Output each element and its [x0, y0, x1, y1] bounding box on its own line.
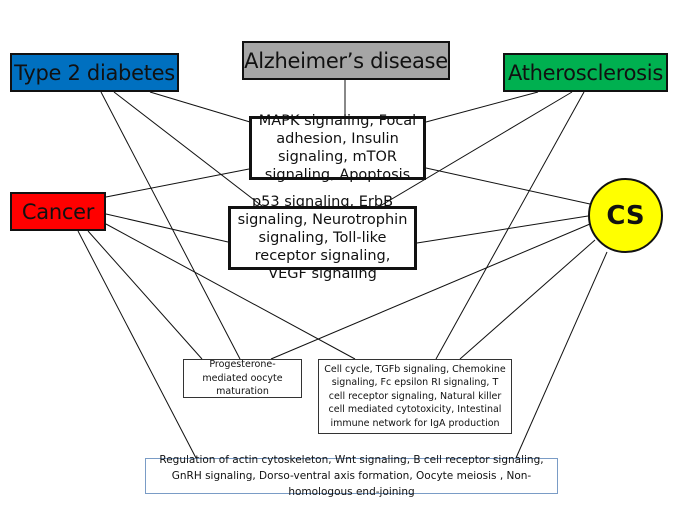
node-label: Cancer: [21, 199, 95, 224]
pathway-label: MAPK signaling, Focal adhesion, Insulin …: [258, 113, 417, 183]
pathway-label: Cell cycle, TGFb signaling, Chemokine si…: [324, 363, 506, 429]
pathway-box-actin-cytoskeleton: Regulation of actin cytoskeleton, Wnt si…: [145, 454, 558, 498]
node-label: Alzheimer’s disease: [244, 48, 448, 73]
edge-t2d-pathway2: [113, 91, 263, 207]
edge-cs-pathway4: [459, 239, 596, 360]
node-cs: CS: [588, 178, 663, 253]
edge-ath-pathway2: [379, 91, 573, 207]
edge-cs-pathway1: [425, 167, 591, 205]
pathway-box-progesterone: Progesterone-mediated oocyte maturation: [183, 359, 302, 398]
pathway-label: Regulation of actin cytoskeleton, Wnt si…: [159, 454, 544, 498]
edge-t2d-pathway3: [100, 91, 241, 360]
pathway-box-p53: p53 signaling, ErbB signaling, Neurotrop…: [228, 194, 417, 282]
edge-cancer-pathway3: [87, 230, 203, 360]
edge-ath-pathway1: [425, 91, 539, 123]
pathway-box-cell-cycle: Cell cycle, TGFb signaling, Chemokine si…: [318, 359, 512, 434]
edge-cancer-pathway2: [105, 213, 229, 243]
node-alzheimers-disease: Alzheimer’s disease: [242, 41, 450, 80]
node-atherosclerosis: Atherosclerosis: [503, 53, 668, 92]
edge-ath-pathway4: [435, 91, 585, 360]
edge-cancer-pathway1: [105, 168, 250, 198]
edge-cancer-pathway4: [105, 223, 356, 360]
node-cancer: Cancer: [10, 192, 106, 231]
node-type-2-diabetes: Type 2 diabetes: [10, 53, 179, 92]
edge-cs-pathway3: [270, 223, 591, 360]
pathway-label: Progesterone-mediated oocyte maturation: [202, 359, 283, 398]
node-label: CS: [606, 200, 645, 231]
node-label: Atherosclerosis: [508, 60, 663, 85]
node-label: Type 2 diabetes: [14, 60, 175, 85]
pathway-label: p53 signaling, ErbB signaling, Neurotrop…: [237, 194, 408, 282]
edge-cancer-pathway5: [77, 230, 197, 459]
edge-cs-pathway2: [416, 215, 589, 244]
edge-cs-pathway5: [515, 251, 608, 459]
pathway-box-mapk: MAPK signaling, Focal adhesion, Insulin …: [249, 113, 426, 183]
edge-t2d-pathway1: [149, 91, 251, 123]
